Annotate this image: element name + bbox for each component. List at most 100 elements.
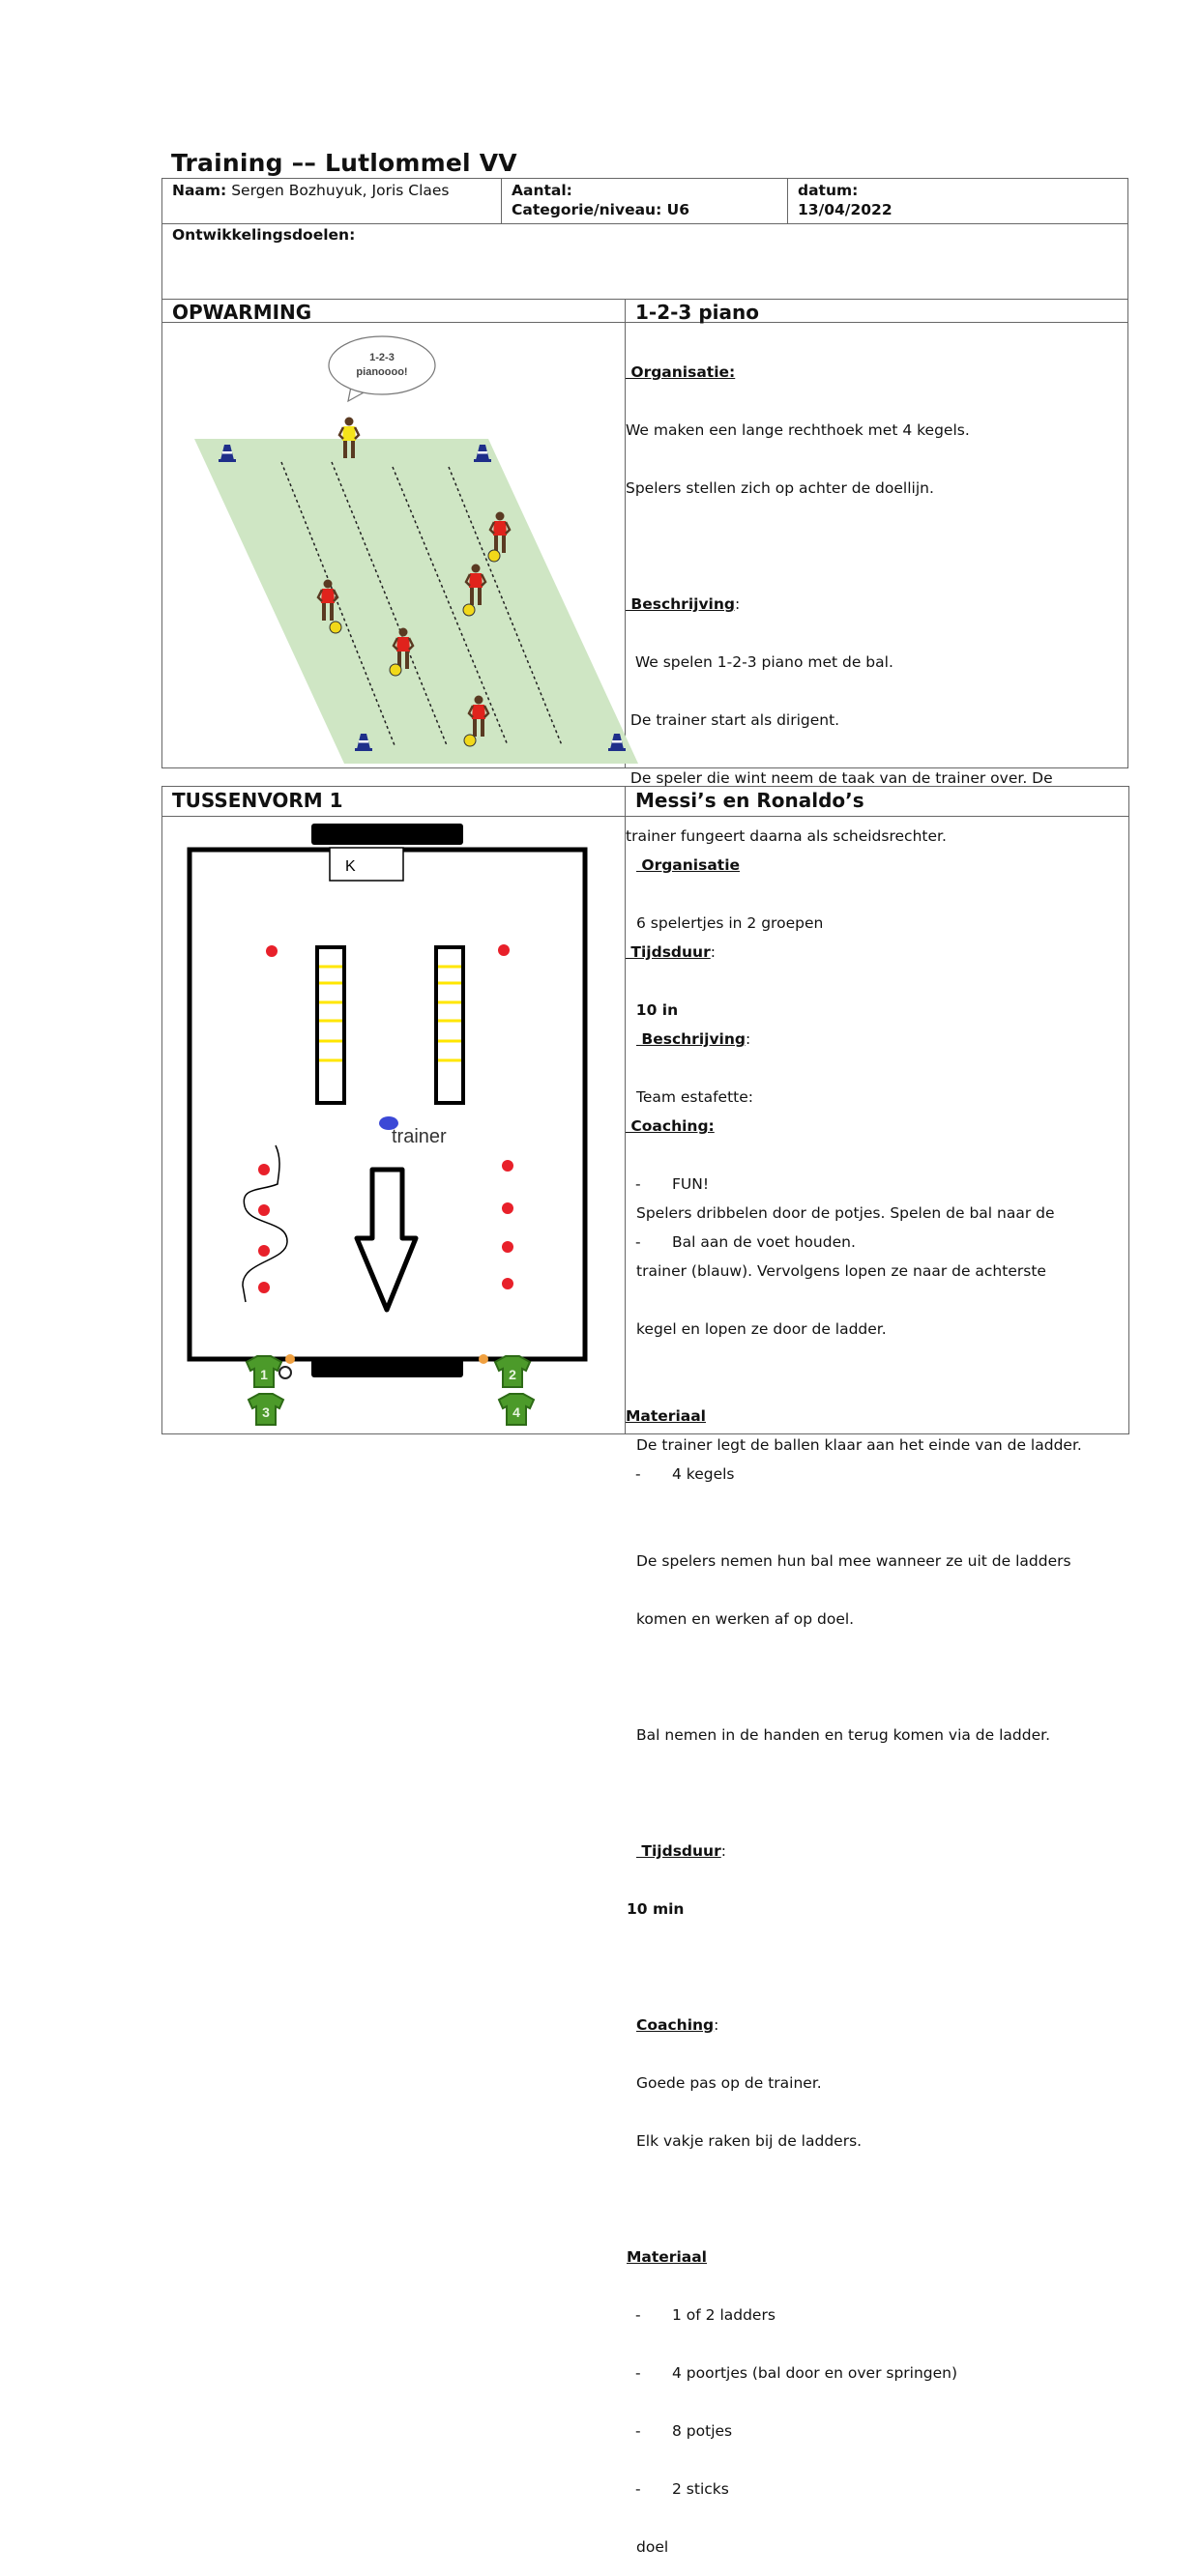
text-line: De spelers nemen hun bal mee wanneer ze … [636, 1552, 1071, 1570]
coaching-heading: Coaching: [626, 1117, 715, 1135]
divider [625, 299, 626, 768]
pot-marker [258, 1245, 270, 1257]
tijdsduur-heading: Tijdsduur [636, 1842, 721, 1860]
ball-icon [329, 621, 342, 634]
beschrijving-heading: Beschrijving [626, 595, 735, 613]
pot-marker [258, 1164, 270, 1175]
divider [501, 178, 502, 223]
pot-marker [502, 1160, 513, 1172]
text-line: We maken een lange rechthoek met 4 kegel… [626, 421, 970, 439]
materiaal-heading: Materiaal [627, 2248, 707, 2266]
pot-marker [502, 1241, 513, 1253]
goal-top [311, 824, 463, 845]
keeper-label: K [345, 858, 356, 875]
diagrams: 1-2-3 pianoooo! K [187, 335, 638, 1426]
bubble-text: 1-2-3 [369, 352, 395, 363]
naam-value: Sergen Bozhuyuk, Joris Claes [231, 182, 450, 199]
naam-cell: Naam: Sergen Bozhuyuk, Joris Claes [162, 179, 501, 202]
goal-bottom [311, 1359, 463, 1377]
pot-marker [502, 1278, 513, 1289]
datum-label: datum: [798, 182, 859, 199]
stick-marker [479, 1354, 488, 1364]
text-line: komen en werken af op doel. [636, 1610, 855, 1628]
text-line: Elk vakje raken bij de ladders. [636, 2132, 863, 2150]
pot-marker [266, 945, 278, 957]
list-item-text: FUN! [672, 1175, 710, 1193]
text-line: De trainer legt de ballen klaar aan het … [636, 1436, 1082, 1454]
materiaal-heading: Materiaal [626, 1407, 706, 1425]
ball-icon [463, 734, 477, 747]
direction-arrow [354, 1167, 419, 1313]
ladder-right [434, 945, 465, 1105]
divider [787, 178, 788, 223]
text-line: De speler die wint neem de taak van de t… [626, 769, 1053, 787]
text-line: Spelers stellen zich op achter de doelli… [626, 479, 934, 497]
trainer-marker [379, 1116, 398, 1130]
dribble-path [242, 1144, 288, 1303]
text-line: Goede pas op de trainer. [636, 2074, 822, 2092]
pot-marker [498, 944, 510, 956]
datum-cell: datum: 13/04/2022 [788, 179, 1127, 221]
tussenvorm-section-title: TUSSENVORM 1 [172, 789, 343, 812]
ball-icon [389, 663, 402, 677]
ball-icon [487, 549, 501, 563]
tussenvorm-table [161, 786, 1129, 1434]
shirt-number: 4 [512, 1404, 520, 1420]
text-line: trainer fungeert daarna als scheidsrecht… [626, 827, 947, 845]
list-item: -FUN! [635, 1175, 710, 1193]
list-item: -4 kegels [635, 1465, 735, 1483]
text-line: Spelers dribbelen door de potjes. Spelen… [636, 1204, 1055, 1222]
pot-marker [502, 1202, 513, 1214]
organisatie-heading: Organisatie: [626, 363, 736, 381]
trainer-label: trainer [392, 1126, 447, 1147]
opwarming-section-title: OPWARMING [172, 301, 312, 324]
shirt-number: 1 [260, 1367, 268, 1382]
text-line: De trainer start als dirigent. [626, 711, 840, 729]
naam-label: Naam: [172, 182, 227, 199]
coaching-heading: Coaching [636, 2016, 715, 2034]
organisatie-heading: Organisatie [636, 856, 741, 874]
list-item: -1 of 2 ladders [635, 2306, 776, 2324]
list-item-text: 2 sticks [672, 2480, 729, 2498]
bubble-text: pianoooo! [356, 366, 407, 378]
pot-marker [258, 1282, 270, 1293]
text-line: We spelen 1-2-3 piano met de bal. [626, 653, 893, 671]
text-line: Team estafette: [636, 1088, 753, 1106]
tijdsduur-value: 10 in [626, 1001, 679, 1019]
divider [161, 223, 1128, 224]
ladder-left [315, 945, 346, 1105]
keeper-box [329, 847, 404, 882]
page-title: Training –– Lutlommel VV [171, 149, 517, 177]
list-item-text: 4 poortjes (bal door en over springen) [672, 2364, 958, 2382]
text-line: 6 spelertjes in 2 groepen [636, 914, 824, 932]
ontwikkelingsdoelen-label: Ontwikkelingsdoelen: [172, 226, 356, 244]
tijdsduur-heading: Tijdsduur [626, 943, 711, 961]
opwarming-description: Organisatie: We maken een lange rechthoe… [626, 363, 1053, 1483]
divider [625, 786, 626, 1434]
list-item-text: 8 potjes [672, 2422, 733, 2440]
list-item: -4 poortjes (bal door en over springen) [635, 2364, 958, 2382]
categorie-label: Categorie/niveau: U6 [512, 201, 690, 218]
ball-icon [462, 603, 476, 617]
list-item-text: Bal aan de voet houden. [672, 1233, 856, 1251]
text-line: kegel en lopen ze door de ladder. [636, 1320, 887, 1338]
divider [161, 299, 1128, 300]
ball-icon [278, 1366, 292, 1379]
aantal-cell: Aantal: Categorie/niveau: U6 [502, 179, 787, 221]
list-item: -2 sticks [635, 2480, 729, 2498]
text-line: doel [636, 2538, 669, 2556]
list-item-text: 4 kegels [672, 1465, 735, 1483]
divider [161, 816, 1129, 817]
speech-bubble: 1-2-3 pianoooo! [328, 335, 436, 403]
tussenvorm-exercise-name: Messi’s en Ronaldo’s [635, 789, 864, 812]
list-item: -Bal aan de voet houden. [635, 1233, 856, 1251]
tussenvorm-diagram: K trainer 1 [187, 824, 588, 1426]
shirt-number: 2 [509, 1367, 516, 1382]
list-item: -8 potjes [635, 2422, 733, 2440]
shirt-number: 3 [262, 1404, 270, 1420]
training-info-table [161, 178, 1128, 768]
divider [161, 322, 1128, 323]
text-line: Bal nemen in de handen en terug komen vi… [636, 1726, 1050, 1744]
aantal-label: Aantal: [512, 182, 572, 199]
field [194, 439, 638, 764]
